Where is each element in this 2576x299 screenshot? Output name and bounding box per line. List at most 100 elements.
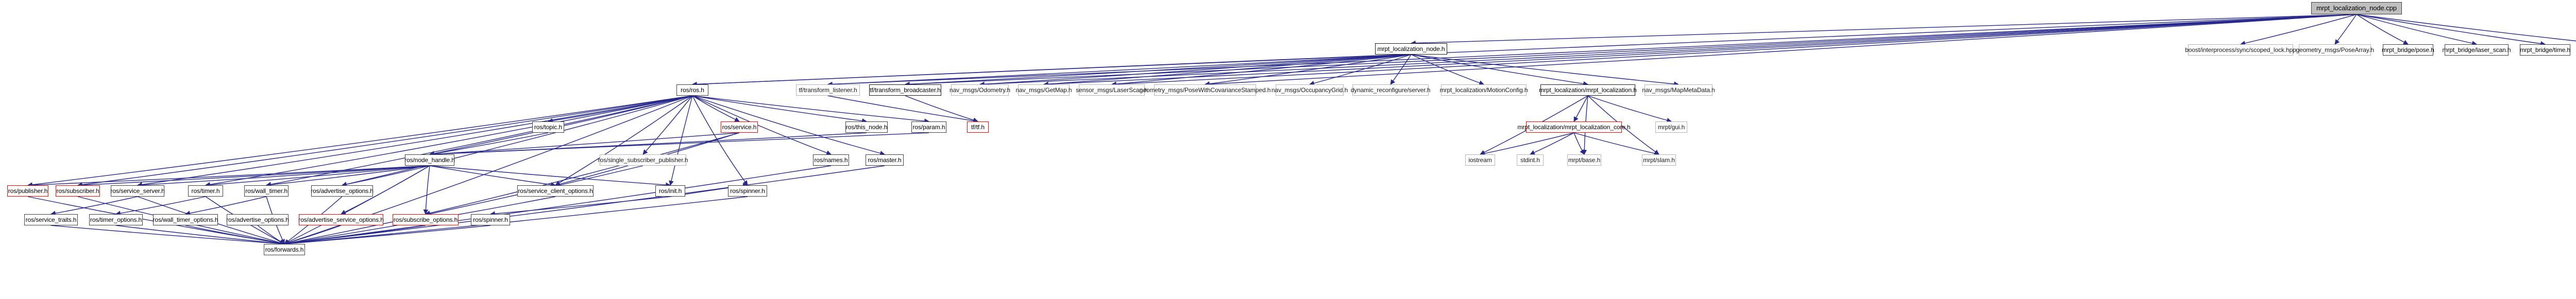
graph-edge [284, 225, 491, 247]
graph-node-ros-advertise-options-h[interactable]: ros/advertise_options.h [311, 185, 374, 197]
graph-edge [692, 95, 748, 186]
graph-node-sensor-msgs-laserscan-h[interactable]: sensor_msgs/LaserScan.h [1076, 84, 1148, 96]
graph-node-ros-spinner-h[interactable]: ros/spinner.h [728, 185, 767, 197]
graph-edge [1043, 54, 1412, 87]
graph-edge [137, 95, 693, 187]
graph-edge [2356, 14, 2477, 46]
graph-node-ros-timer-h[interactable]: ros/timer.h [188, 185, 223, 197]
graph-edge [1573, 132, 1659, 156]
graph-node-ros-single-subscriber-publisher-h[interactable]: ros/single_subscriber_publisher.h [598, 154, 688, 166]
graph-edge [429, 132, 740, 157]
graph-node-ros-names-h[interactable]: ros/names.h [813, 154, 849, 166]
graph-edge [185, 225, 285, 246]
graph-node-mrpt-localization-motionconfig-h[interactable]: mrpt_localization/MotionConfig.h [1440, 84, 1528, 96]
graph-edge [2240, 14, 2357, 46]
graph-node-geometry-msgs-posewithcovariancestamped-h[interactable]: geometry_msgs/PoseWithCovarianceStamped.… [1140, 84, 1270, 96]
graph-edge [490, 196, 671, 217]
graph-edge [1411, 14, 2357, 46]
graph-node-mrpt-gui-h[interactable]: mrpt/gui.h [1655, 121, 1687, 133]
graph-edge [827, 54, 1412, 87]
graph-node-ros-timer-options-h[interactable]: ros/timer_options.h [89, 214, 143, 225]
graph-edge [692, 95, 929, 124]
graph-edge [77, 95, 693, 187]
graph-edge [979, 14, 2357, 87]
graph-node-ros-this-node-h[interactable]: ros/this_node.h [845, 121, 888, 133]
graph-edge [284, 165, 643, 246]
graph-node-ros-advertise-options-h[interactable]: ros/advertise_options.h [226, 214, 289, 225]
graph-node-ros-service-server-h[interactable]: ros/service_server.h [110, 185, 165, 197]
graph-node-ros-forwards-h[interactable]: ros/forwards.h [264, 244, 305, 255]
graph-node-ros-subscribe-options-h[interactable]: ros/subscribe_options.h [393, 214, 459, 225]
graph-node-tf-tf-h[interactable]: tf/tf.h [967, 121, 989, 133]
graph-edge [2334, 14, 2357, 45]
graph-edge [2356, 14, 2546, 46]
graph-node-mrpt-localization-node-cpp[interactable]: mrpt_localization_node.cpp [2311, 2, 2402, 14]
graph-node-ros-node-handle-h[interactable]: ros/node_handle.h [404, 154, 455, 166]
graph-node-tf-transform-listener-h[interactable]: tf/transform_listener.h [796, 84, 860, 96]
graph-node-ros-master-h[interactable]: ros/master.h [866, 154, 904, 166]
graph-node-stdint-h[interactable]: stdint.h [1517, 154, 1544, 166]
graph-node-nav-msgs-getmap-h[interactable]: nav_msgs/GetMap.h [1015, 84, 1072, 96]
graph-node-ros-service-client-options-h[interactable]: ros/service_client_options.h [517, 185, 594, 197]
graph-edge [137, 165, 430, 188]
graph-edge [50, 225, 285, 247]
graph-edge [905, 14, 2357, 87]
graph-edge [905, 95, 978, 123]
graph-edge [1480, 132, 1574, 156]
graph-node-mrpt-slam-h[interactable]: mrpt/slam.h [1642, 154, 1676, 166]
graph-node-ros-spinner-h[interactable]: ros/spinner.h [471, 214, 510, 225]
graph-edge [423, 165, 430, 215]
graph-edge [284, 165, 885, 246]
graph-edge [692, 95, 867, 124]
graph-node-ros-wall-timer-options-h[interactable]: ros/wall_timer_options.h [153, 214, 218, 225]
graph-node-mrpt-bridge-time-h[interactable]: mrpt_bridge/time.h [2520, 44, 2570, 56]
graph-edge [342, 165, 430, 187]
graph-edge [27, 95, 693, 187]
graph-edge [1573, 132, 1585, 155]
graph-node-ros-subscriber-h[interactable]: ros/subscriber.h [56, 185, 100, 197]
graph-edge [2356, 14, 2409, 45]
graph-edge [50, 196, 138, 216]
graph-edge [692, 95, 832, 155]
graph-node-nav-msgs-odometry-h[interactable]: nav_msgs/Odometry.h [950, 84, 1010, 96]
graph-edge [669, 95, 693, 186]
graph-edge [1411, 54, 1588, 86]
graph-edge [77, 165, 430, 188]
graph-edge [1573, 95, 1588, 122]
graph-edge [429, 165, 556, 187]
graph-node-mrpt-localization-mrpt-localization-core-h[interactable]: mrpt_localization/mrpt_localization_core… [1517, 121, 1631, 133]
graph-node-ros-param-h[interactable]: ros/param.h [911, 121, 946, 133]
graph-edge [115, 225, 285, 247]
graph-node-ros-service-h[interactable]: ros/service.h [721, 121, 758, 133]
graph-node-mrpt-localization-node-h[interactable]: mrpt_localization_node.h [1375, 43, 1447, 55]
graph-node-mrpt-base-h[interactable]: mrpt/base.h [1567, 154, 1601, 166]
graph-node-nav-msgs-mapmetadata-h[interactable]: nav_msgs/MapMetaData.h [1642, 84, 1715, 96]
graph-node-nav-msgs-occupancygrid-h[interactable]: nav_msgs/OccupancyGrid.h [1272, 84, 1348, 96]
graph-node-ros-topic-h[interactable]: ros/topic.h [532, 121, 564, 133]
graph-node-geometry-msgs-posearray-h[interactable]: geometry_msgs/PoseArray.h [2296, 44, 2374, 56]
graph-node-ros-wall-timer-h[interactable]: ros/wall_timer.h [244, 185, 289, 197]
graph-edge [692, 54, 1412, 87]
graph-node-iostream[interactable]: iostream [1465, 154, 1495, 166]
graph-node-mrpt-localization-mrpt-localization-h[interactable]: mrpt_localization/mrpt_localization.h [1539, 84, 1637, 96]
graph-node-ros-advertise-service-options-h[interactable]: ros/advertise_service_options.h [298, 214, 384, 225]
graph-edge [1111, 14, 2357, 87]
graph-node-ros-publisher-h[interactable]: ros/publisher.h [7, 185, 48, 197]
graph-node-dynamic-reconfigure-server-h[interactable]: dynamic_reconfigure/server.h [1351, 84, 1430, 96]
graph-edge [425, 132, 740, 216]
graph-node-ros-service-traits-h[interactable]: ros/service_traits.h [24, 214, 78, 225]
graph-node-ros-ros-h[interactable]: ros/ros.h [676, 84, 708, 96]
graph-edge [1111, 54, 1412, 87]
graph-edge [205, 165, 430, 188]
graph-node-mrpt-bridge-pose-h[interactable]: mrpt_bridge/pose.h [2382, 44, 2434, 56]
graph-node-mrpt-bridge-laser-scan-h[interactable]: mrpt_bridge/laser_scan.h [2443, 44, 2511, 56]
graph-edge [429, 132, 867, 157]
graph-edge [27, 165, 430, 188]
graph-node-tf-transform-broadcaster-h[interactable]: tf/transform_broadcaster.h [869, 84, 941, 96]
graph-edge [548, 95, 693, 124]
graph-edge [342, 95, 693, 187]
graph-node-ros-init-h[interactable]: ros/init.h [655, 185, 685, 197]
graph-edge [642, 95, 693, 155]
graph-node-boost-interprocess-sync-scoped-lock-hpp[interactable]: boost/interprocess/sync/scoped_lock.hpp [2185, 44, 2296, 56]
graph-edge [1043, 14, 2357, 87]
